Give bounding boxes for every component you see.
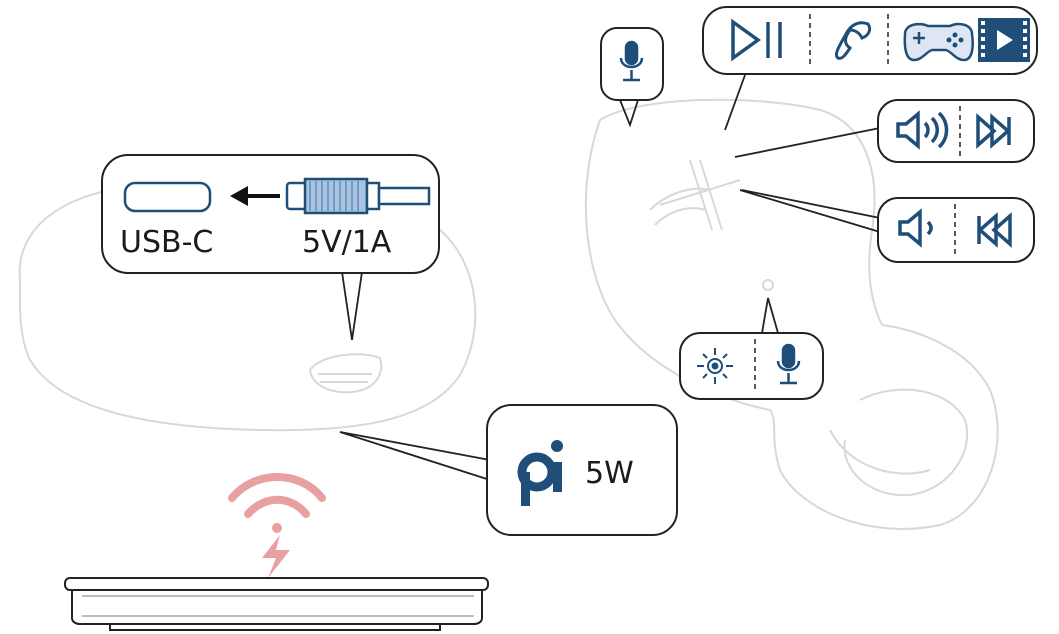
usb-c-label: USB-C [120, 225, 213, 260]
lightning-bolt-icon [262, 535, 290, 578]
fast-forward-icon [976, 113, 1011, 149]
wireless-charging-callout: 5W [486, 404, 678, 536]
usb-c-cable-icon [285, 177, 431, 215]
microphone-icon [619, 40, 644, 82]
sensor-mic-callout [679, 332, 824, 400]
volume-up-icon [896, 110, 949, 150]
wireless-power-label: 5W [585, 456, 634, 491]
case-callout-pointer [341, 271, 363, 341]
play-pause-icon [731, 18, 782, 62]
media-mode-callout [702, 6, 1038, 75]
phone-call-icon [834, 21, 872, 60]
volume-up-callout [877, 99, 1035, 163]
microphone-icon [776, 343, 801, 385]
wireless-signal-icon [228, 473, 326, 533]
qi-logo-icon [517, 440, 563, 506]
arrow-left-icon [230, 186, 280, 206]
light-sensor-icon [697, 348, 733, 384]
rewind-icon [977, 212, 1012, 248]
earbud-sketch [584, 98, 999, 530]
video-icon [978, 18, 1030, 62]
input-power-label: 5V/1A [302, 225, 392, 260]
volume-down-icon [898, 208, 933, 248]
usb-c-port-icon [123, 181, 212, 213]
earbud-callout-pointers [619, 74, 881, 334]
charging-pad [64, 577, 489, 631]
gamepad-icon [903, 22, 974, 62]
case-port-callout: USB-C 5V/1A [101, 154, 440, 274]
volume-down-callout [877, 197, 1035, 263]
qi-callout-pointer [339, 431, 491, 481]
mic-top-callout [600, 27, 664, 101]
